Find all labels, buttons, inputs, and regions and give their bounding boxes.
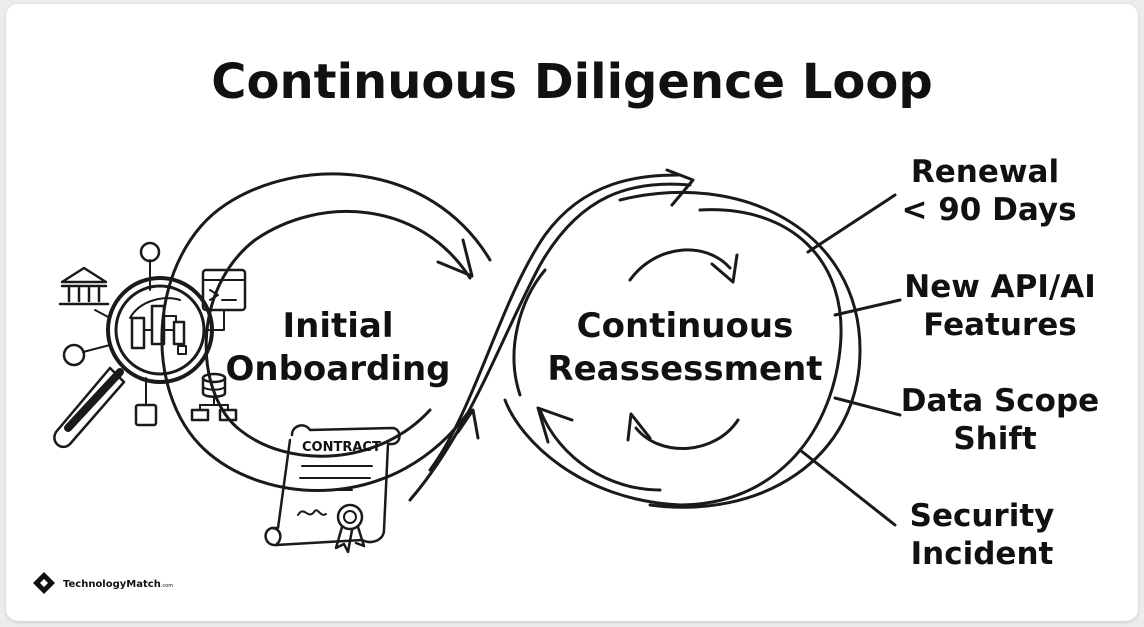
right-loop-tail: [512, 268, 547, 397]
trigger-renewal-line1: Renewal: [911, 154, 1059, 190]
brand-logo: TechnologyMatch.com: [33, 572, 173, 594]
crossover-line-3: [503, 208, 843, 507]
trigger-renewal-line2: < 90 Days: [901, 192, 1076, 228]
contract-label: CONTRACT: [302, 440, 381, 455]
trigger-connectors: [798, 193, 902, 527]
cycle-arrow-top: [628, 248, 732, 282]
magnifier-icon: [53, 276, 214, 449]
node-square-bottom: [134, 403, 158, 427]
trigger-security-line2: Incident: [911, 536, 1054, 572]
cycle-arrows: [626, 248, 740, 450]
crossover-line-1: [408, 182, 692, 502]
right-loop-outer: [618, 190, 862, 509]
arrow-head-bottom-mid: [456, 408, 480, 440]
left-loop-label-line2: Onboarding: [225, 349, 450, 389]
page-title: Continuous Diligence Loop: [211, 54, 932, 110]
connector-renewal: [806, 193, 897, 254]
node-circle-left: [62, 343, 86, 367]
seal-icon: [334, 503, 366, 554]
left-loop-label-line1: Initial: [282, 306, 393, 346]
cycle-arrow-top-head: [710, 253, 739, 284]
crossover-line-2: [428, 173, 682, 472]
trigger-labels: Renewal < 90 Days New API/AI Features Da…: [901, 154, 1099, 572]
brand-name: TechnologyMatch.com: [63, 579, 173, 590]
trigger-data-line1: Data Scope: [901, 383, 1099, 419]
right-loop-label-line2: Reassessment: [547, 349, 822, 389]
diagram-card: [6, 4, 1138, 621]
connector-bank: [94, 309, 111, 319]
bank-icon: [58, 266, 110, 306]
cycle-arrow-bottom-head: [626, 412, 652, 442]
left-loop-inner: [204, 209, 472, 458]
org-chart-icon: [190, 396, 238, 422]
trigger-api-line2: Features: [923, 307, 1077, 343]
arrow-head-top-right: [665, 168, 695, 207]
connector-left: [82, 344, 111, 353]
infinity-loop: [160, 172, 862, 509]
loop-arrows: [436, 168, 695, 444]
icon-cluster: [53, 241, 247, 449]
arrow-head-top-left: [436, 238, 474, 278]
connector-api-ai: [833, 298, 902, 317]
arrow-head-bottom-right: [536, 406, 574, 444]
connector-data-scope: [833, 396, 902, 417]
right-loop-inner-back: [538, 408, 662, 492]
cycle-arrow-bottom: [634, 418, 740, 450]
contract-scroll-icon: CONTRACT: [264, 424, 401, 554]
right-loop-label-line1: Continuous: [577, 306, 794, 346]
trigger-security-line1: Security: [910, 498, 1055, 534]
node-circle-top: [139, 241, 161, 263]
trigger-data-line2: Shift: [953, 421, 1037, 457]
connector-security: [798, 448, 897, 527]
trigger-api-line1: New API/AI: [904, 269, 1096, 305]
